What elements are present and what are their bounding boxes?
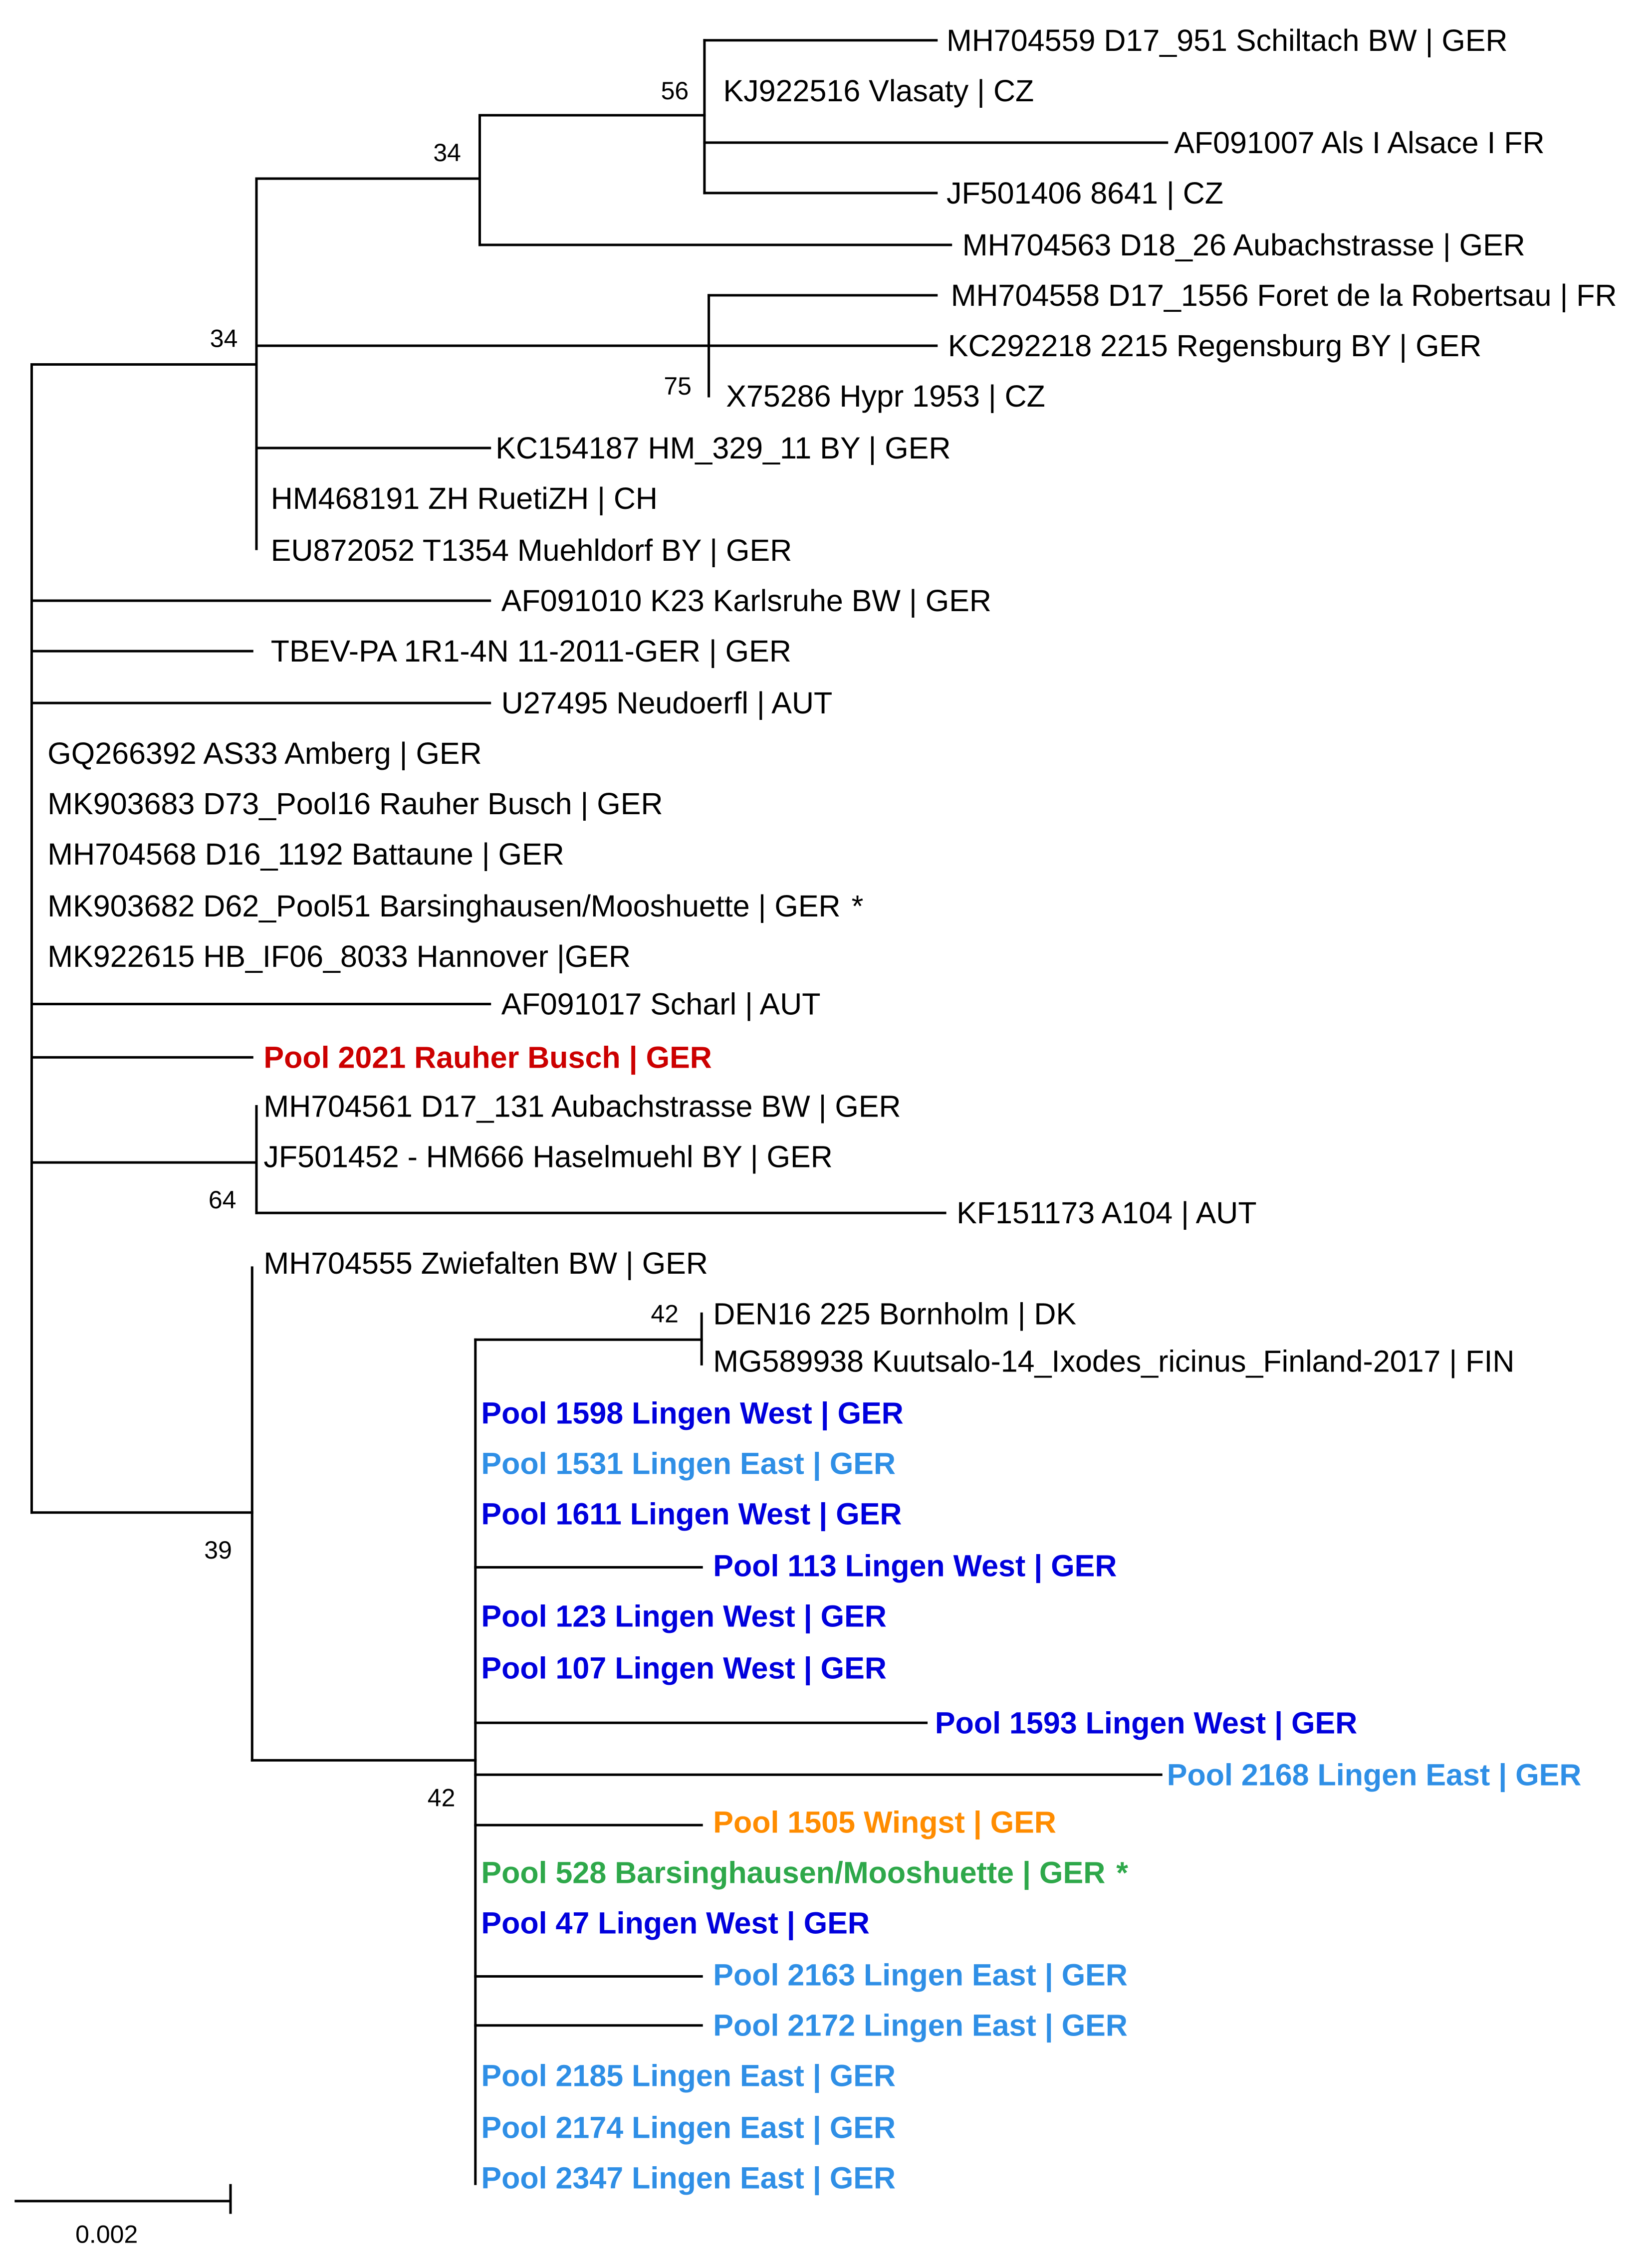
taxon-label: MH704563 D18_26 Aubachstrasse | GER [962,228,1525,262]
taxon-label: Pool 47 Lingen West | GER [481,1906,870,1941]
taxon-label: DEN16 225 Bornholm | DK [713,1297,1076,1331]
asterisk-marker-icon: * [1116,1856,1128,1890]
taxon-label: Pool 1611 Lingen West | GER [481,1497,902,1532]
taxon-label: Pool 2168 Lingen East | GER [1167,1758,1582,1793]
taxon-label: Pool 528 Barsinghausen/Mooshuette | GER* [481,1856,1128,1891]
taxon-label: Pool 123 Lingen West | GER [481,1599,886,1634]
taxon-label: X75286 Hypr 1953 | CZ [726,379,1045,413]
taxon-label: Pool 2163 Lingen East | GER [713,1958,1128,1993]
taxon-label: U27495 Neudoerfl | AUT [501,686,833,720]
taxon-label: MH704559 D17_951 Schiltach BW | GER [946,23,1508,57]
bootstrap-value: 64 [209,1186,236,1214]
taxon-label: MH704558 D17_1556 Foret de la Robertsau … [951,278,1617,312]
taxon-label: MK922615 HB_IF06_8033 Hannover |GER [47,939,631,973]
taxon-label: Pool 1598 Lingen West | GER [481,1396,903,1431]
bootstrap-value: 42 [428,1784,456,1812]
taxon-label: Pool 2185 Lingen East | GER [481,2059,896,2094]
taxon-labels: MH704559 D17_951 Schiltach BW | GER KJ922… [47,23,1617,2196]
taxon-label: MK903682 D62_Pool51 Barsinghausen/Mooshu… [47,889,863,923]
taxon-label: KJ922516 Vlasaty | CZ [723,74,1034,108]
taxon-label: Pool 113 Lingen West | GER [713,1549,1117,1584]
taxon-label: KC154187 HM_329_11 BY | GER [495,431,950,465]
taxon-label: Pool 2172 Lingen East | GER [713,2009,1128,2043]
bootstrap-value: 39 [204,1536,232,1564]
scale-bar: 0.002 [75,2220,138,2248]
taxon-label: Pool 2021 Rauher Busch | GER [263,1040,711,1075]
taxon-label: Pool 1505 Wingst | GER [713,1806,1056,1840]
taxon-label: AF091010 K23 Karlsruhe BW | GER [501,584,991,618]
taxon-label: KC292218 2215 Regensburg BY | GER [948,329,1481,363]
taxon-label: JF501452 - HM666 Haselmuehl BY | GER [263,1140,832,1174]
scale-bar-label: 0.002 [75,2220,138,2248]
taxon-label: GQ266392 AS33 Amberg | GER [47,736,481,770]
taxon-label: JF501406 8641 | CZ [946,176,1223,210]
bootstrap-value: 56 [661,77,689,105]
taxon-label: Pool 2174 Lingen East | GER [481,2111,896,2146]
taxon-label: Pool 1593 Lingen West | GER [935,1706,1357,1741]
taxon-label: MH704561 D17_131 Aubachstrasse BW | GER [263,1090,901,1124]
taxon-label: Pool 1531 Lingen East | GER [481,1447,896,1482]
taxon-label: MG589938 Kuutsalo-14_Ixodes_ricinus_Finl… [713,1345,1514,1378]
taxon-label: KF151173 A104 | AUT [956,1196,1256,1230]
asterisk-marker-icon: * [852,889,864,923]
taxon-label: AF091007 Als I Alsace I FR [1174,126,1545,160]
taxon-label: MH704568 D16_1192 Battaune | GER [47,837,564,871]
taxon-label: MH704555 Zwiefalten BW | GER [263,1246,708,1280]
taxon-label: Pool 107 Lingen West | GER [481,1651,886,1686]
taxon-label: Pool 2347 Lingen East | GER [481,2161,896,2196]
bootstrap-value: 42 [651,1300,679,1328]
taxon-label: HM468191 ZH RuetiZH | CH [271,481,658,515]
tree-branches [14,39,1169,2214]
bootstrap-value: 34 [210,325,238,353]
taxon-label: AF091017 Scharl | AUT [501,987,821,1021]
bootstrap-value: 75 [664,372,692,400]
bootstrap-value: 34 [433,139,461,167]
taxon-label: MK903683 D73_Pool16 Rauher Busch | GER [47,787,663,821]
bootstrap-values: 56 34 34 75 64 42 39 42 [204,77,692,1812]
taxon-label: EU872052 T1354 Muehldorf BY | GER [271,533,792,567]
taxon-label: TBEV-PA 1R1-4N 11-2011-GER | GER [271,634,791,668]
